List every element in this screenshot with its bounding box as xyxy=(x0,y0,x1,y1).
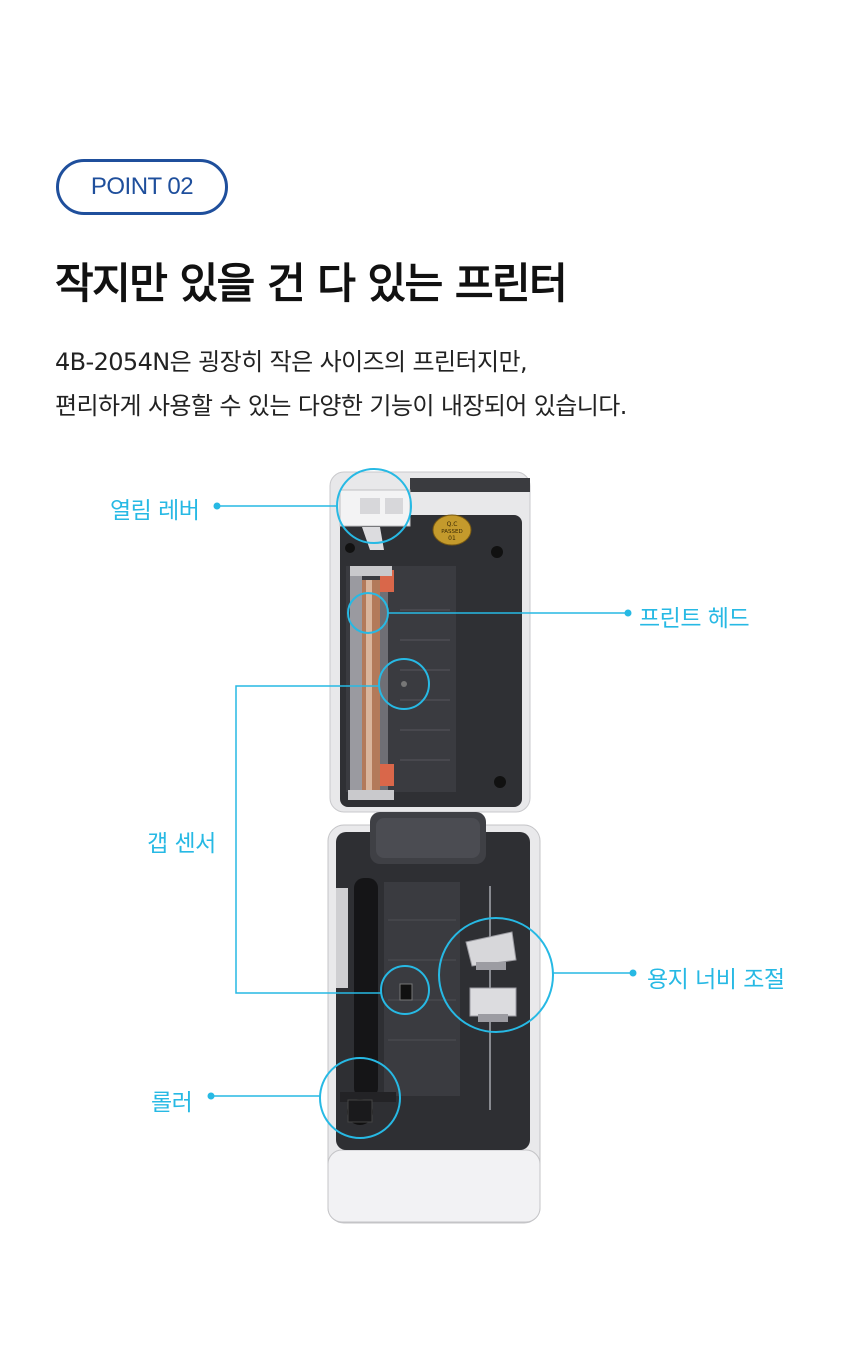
print-head-label: 프린트 헤드 xyxy=(639,606,750,632)
platen-roller xyxy=(340,878,396,1125)
description: 4B-2054N은 굉장히 작은 사이즈의 프린터지만, 편리하게 사용할 수 … xyxy=(55,340,627,428)
open-lever-leader-dot xyxy=(213,502,221,510)
paper-width-leader-dot xyxy=(629,969,637,977)
gap-sensor-highlight-bottom xyxy=(380,965,430,1015)
roller-label: 롤러 xyxy=(151,1090,193,1116)
sticker-line-1: Q.C xyxy=(447,521,458,528)
printer-illustration: Q.C PASSED 01 xyxy=(207,468,637,1224)
paper-width-label: 용지 너비 조절 xyxy=(647,967,785,993)
print-head-assembly xyxy=(346,566,456,800)
sticker-line-3: 01 xyxy=(448,535,456,542)
paper-width-highlight xyxy=(438,917,554,1033)
description-line-1: 4B-2054N은 굉장히 작은 사이즈의 프린터지만, xyxy=(55,348,528,376)
paper-width-guides xyxy=(465,931,517,1022)
point-badge: POINT 02 xyxy=(56,159,228,215)
description-line-2: 편리하게 사용할 수 있는 다양한 기능이 내장되어 있습니다. xyxy=(55,392,627,420)
print-head-leader-dot xyxy=(624,609,632,617)
gap-sensor-leader xyxy=(235,685,381,994)
sticker-line-2: PASSED xyxy=(441,529,462,535)
printer-base xyxy=(327,812,541,1224)
printer-figure: Q.C PASSED 01 xyxy=(0,460,860,1240)
roller-highlight xyxy=(319,1057,401,1139)
qc-passed-sticker: Q.C PASSED 01 xyxy=(432,514,472,546)
gap-sensor-highlight-top xyxy=(378,658,430,710)
roller-leader-dot xyxy=(207,1092,215,1100)
gap-sensor-label: 갭 센서 xyxy=(147,831,216,857)
open-lever-label: 열림 레버 xyxy=(110,498,200,524)
page-title: 작지만 있을 건 다 있는 프린터 xyxy=(55,259,568,308)
